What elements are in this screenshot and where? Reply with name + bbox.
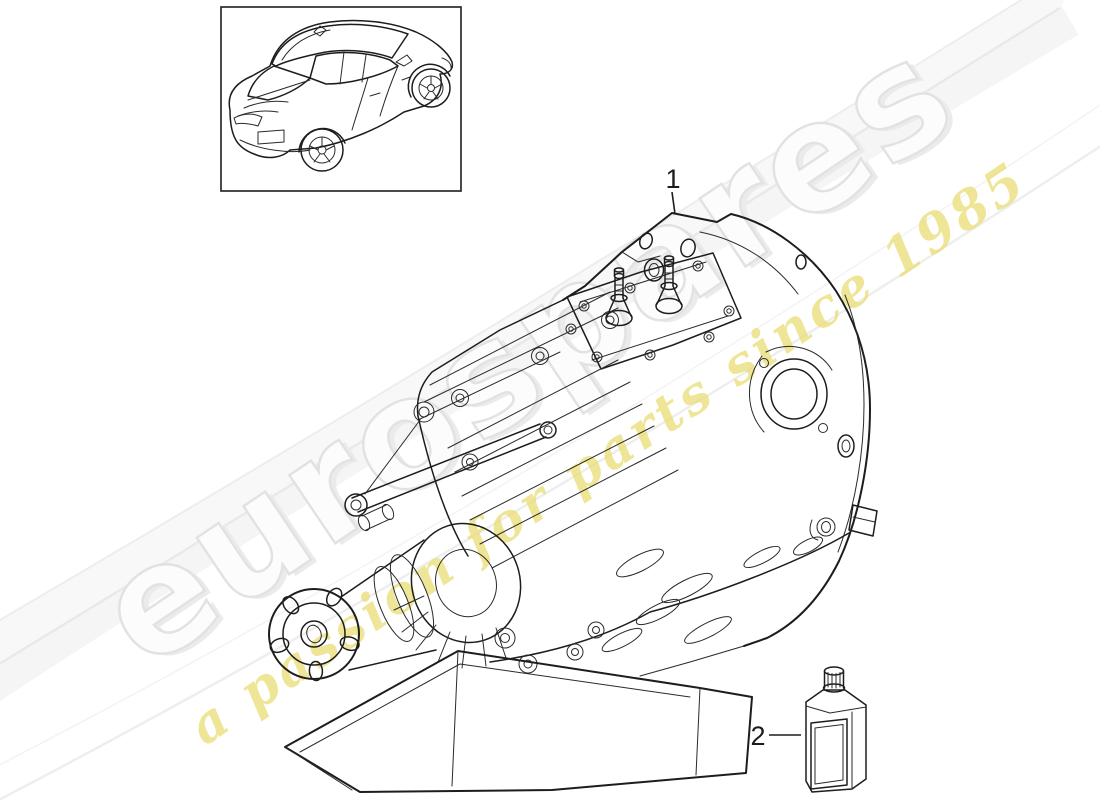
output-flange: [268, 587, 360, 682]
callout-2-number[interactable]: 2: [750, 721, 765, 751]
bottle-cap: [822, 666, 846, 693]
finned-drum: [393, 522, 522, 669]
car-inset: [220, 6, 462, 192]
porsche-panamera-thumbnail: [228, 19, 454, 172]
case-ribs: [447, 359, 679, 569]
callout-2[interactable]: 2: [750, 721, 801, 751]
car-inset-frame: [220, 6, 462, 192]
rear-wheel: [300, 128, 344, 172]
oil-bottle-drawing: [805, 666, 867, 793]
transmission-assembly-drawing: [268, 212, 878, 793]
callout-1-number[interactable]: 1: [665, 164, 680, 194]
shift-shaft: [655, 255, 683, 315]
base-bracket: [284, 650, 753, 793]
callout-1-leader-line: [671, 191, 676, 215]
mount-bracket: [344, 419, 557, 532]
casting-ribs: [601, 536, 824, 653]
watermark: eurospares eurospares a passion for part…: [67, 3, 1039, 757]
side-port: [749, 345, 833, 433]
callout-1[interactable]: 1: [665, 164, 681, 215]
bottle-label: [810, 718, 848, 790]
front-wheel: [411, 68, 451, 108]
